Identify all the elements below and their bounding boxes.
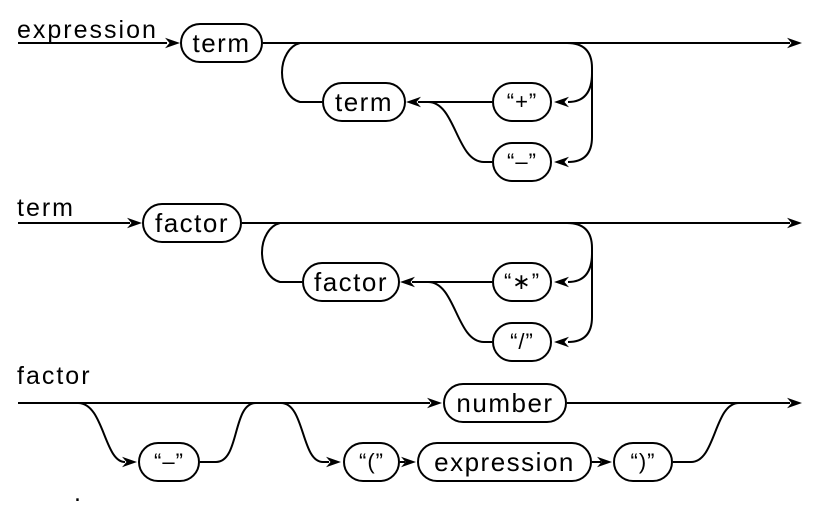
branch-arc (567, 72, 593, 103)
node-slash-terminal: “/” (492, 322, 552, 362)
arrowhead (787, 37, 802, 49)
arrowhead (165, 37, 180, 49)
rule-label-term: term (17, 194, 75, 222)
branch-down (566, 222, 593, 343)
arrowhead (787, 217, 802, 229)
node-factor: factor (142, 203, 242, 243)
rule-term-wires (18, 217, 802, 348)
s-curve (427, 101, 492, 163)
arrowhead (787, 397, 802, 409)
grammar-end-period: . (74, 479, 81, 506)
loop-return-arc (281, 42, 322, 103)
rule-expression-wires (18, 37, 802, 168)
arrowhead (406, 96, 421, 108)
node-factor: factor (302, 262, 400, 302)
rule-label-expression: expression (17, 16, 158, 44)
branch-down-curve (280, 402, 329, 463)
node-star-terminal: “∗” (492, 262, 552, 302)
arrowhead (554, 96, 569, 108)
arrowhead (554, 276, 569, 288)
rejoin-curve (200, 402, 257, 463)
node-lparen-terminal: “(” (343, 442, 400, 482)
loop-return-arc (261, 222, 302, 283)
arrowhead (427, 397, 442, 409)
node-term: term (322, 82, 406, 122)
node-expression: expression (417, 442, 592, 482)
node-term: term (180, 23, 263, 63)
node-plus-terminal: “+” (492, 82, 552, 122)
arrowhead (401, 456, 416, 468)
arrowhead (554, 156, 569, 168)
rule-factor-wires (18, 397, 802, 468)
node-number: number (443, 383, 567, 423)
node-rparen-terminal: “)” (613, 442, 673, 482)
rule-label-factor: factor (17, 362, 92, 390)
rejoin-curve (673, 402, 740, 463)
node-minus-terminal: “–” (492, 142, 552, 182)
arrowhead (127, 217, 142, 229)
arrowhead (122, 456, 137, 468)
arrowhead (554, 336, 569, 348)
skip-down-curve (77, 402, 126, 463)
branch-arc (567, 252, 593, 283)
node-minus-terminal: “–” (138, 442, 200, 482)
arrowhead (597, 456, 612, 468)
s-curve (427, 281, 492, 343)
arrowhead (400, 276, 415, 288)
branch-down (566, 42, 593, 163)
arrowhead (326, 456, 341, 468)
